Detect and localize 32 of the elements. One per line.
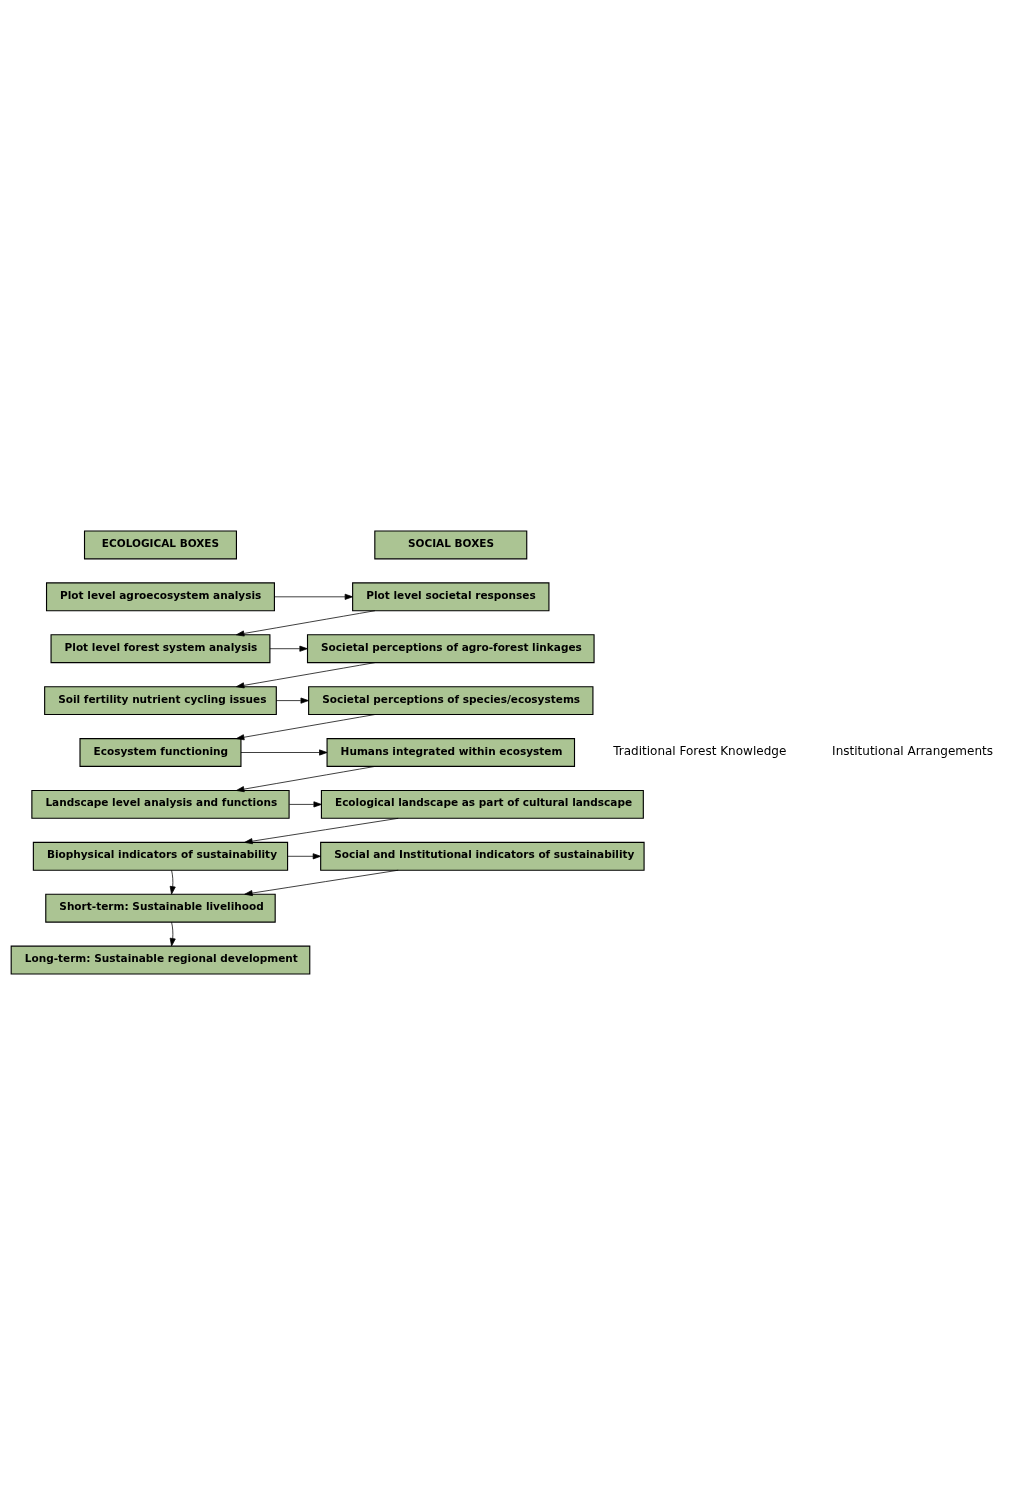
arrow (287, 853, 322, 860)
node-box: Ecosystem functioning (79, 738, 242, 767)
arrow (244, 817, 399, 845)
node-box: Short-term: Sustainable livelihood (45, 893, 276, 923)
node-box: ECOLOGICAL BOXES (83, 530, 237, 560)
arrow (276, 697, 309, 704)
node-box: Plot level societal responses (352, 582, 550, 612)
arrow (236, 714, 376, 741)
node-box: Soil fertility nutrient cycling issues (44, 686, 277, 716)
node-box: Plot level forest system analysis (50, 634, 271, 664)
label: Institutional Arrangements (832, 744, 994, 759)
arrow (236, 610, 376, 637)
node-box: Landscape level analysis and functions (31, 789, 290, 819)
node-box: Societal perceptions of species/ecosystems (308, 686, 594, 716)
node-box: Ecological landscape as part of cultural landscape (320, 789, 644, 819)
label: Traditional Forest Knowledge (613, 744, 787, 759)
arrow (169, 921, 176, 947)
arrow (236, 766, 376, 793)
arrow (240, 749, 328, 756)
node-box: Social and Institutional indicators of sustainability (320, 841, 645, 871)
node-box: Plot level agroecosystem analysis (45, 582, 275, 612)
node-box: Humans integrated within ecosystem (326, 738, 576, 767)
arrow (274, 593, 353, 600)
arrow (169, 869, 176, 895)
arrow (244, 869, 399, 897)
node-box: Long-term: Sustainable regional development (10, 945, 311, 975)
arrow (289, 801, 322, 808)
node-box: Biophysical indicators of sustainability (32, 841, 289, 871)
arrow (236, 662, 376, 689)
node-box: SOCIAL BOXES (374, 530, 528, 560)
arrow (269, 645, 308, 652)
node-box: Societal perceptions of agro-forest linkages (306, 634, 595, 664)
